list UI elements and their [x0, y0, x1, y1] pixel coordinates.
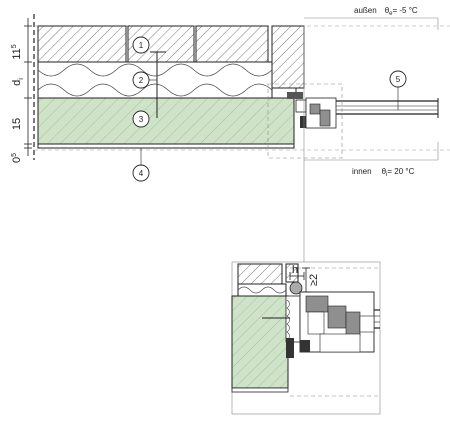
detail-enlargement: h ≥2 — [231, 261, 381, 415]
detail-marker — [267, 83, 343, 159]
brick-layer — [37, 25, 305, 89]
svg-text:4: 4 — [139, 169, 144, 178]
detail-seal — [289, 281, 303, 295]
window-frame — [287, 92, 337, 129]
callout-1: 1 — [132, 36, 150, 54]
concrete-layer — [37, 97, 295, 145]
detail-bottom-seal — [286, 338, 294, 358]
dim-plaster: 05 — [11, 153, 23, 163]
callout-3: 3 — [132, 110, 150, 128]
svg-text:5: 5 — [396, 75, 401, 84]
detail-brick-return — [285, 263, 299, 283]
glazing — [336, 98, 439, 118]
detail-glazing — [374, 309, 380, 329]
svg-text:≥2: ≥2 — [308, 274, 320, 286]
detail-dimension-min: ≥2 — [302, 267, 320, 293]
svg-text:1: 1 — [139, 41, 144, 50]
dim-concrete: 15 — [11, 118, 23, 130]
insulation-layer — [37, 61, 297, 99]
detail-window-frame — [299, 291, 375, 353]
svg-text:h: h — [292, 264, 298, 276]
wall-anchor — [150, 51, 166, 118]
callout-2: 2 — [132, 71, 157, 89]
dimension-chain — [24, 18, 32, 156]
detail-joint-insulation — [285, 295, 301, 343]
detail-concrete — [231, 295, 289, 389]
detail-dimension-h: h — [289, 264, 305, 280]
dim-brick: 115 — [11, 44, 23, 59]
detail-plaster — [231, 387, 289, 393]
svg-text:2: 2 — [139, 76, 144, 85]
callout-5: 5 — [389, 70, 407, 110]
svg-text:3: 3 — [139, 115, 144, 124]
detail-brick — [237, 263, 283, 285]
plaster-layer — [37, 143, 295, 149]
dim-insulation: di — [11, 78, 25, 86]
callout-4: 4 — [132, 148, 150, 182]
